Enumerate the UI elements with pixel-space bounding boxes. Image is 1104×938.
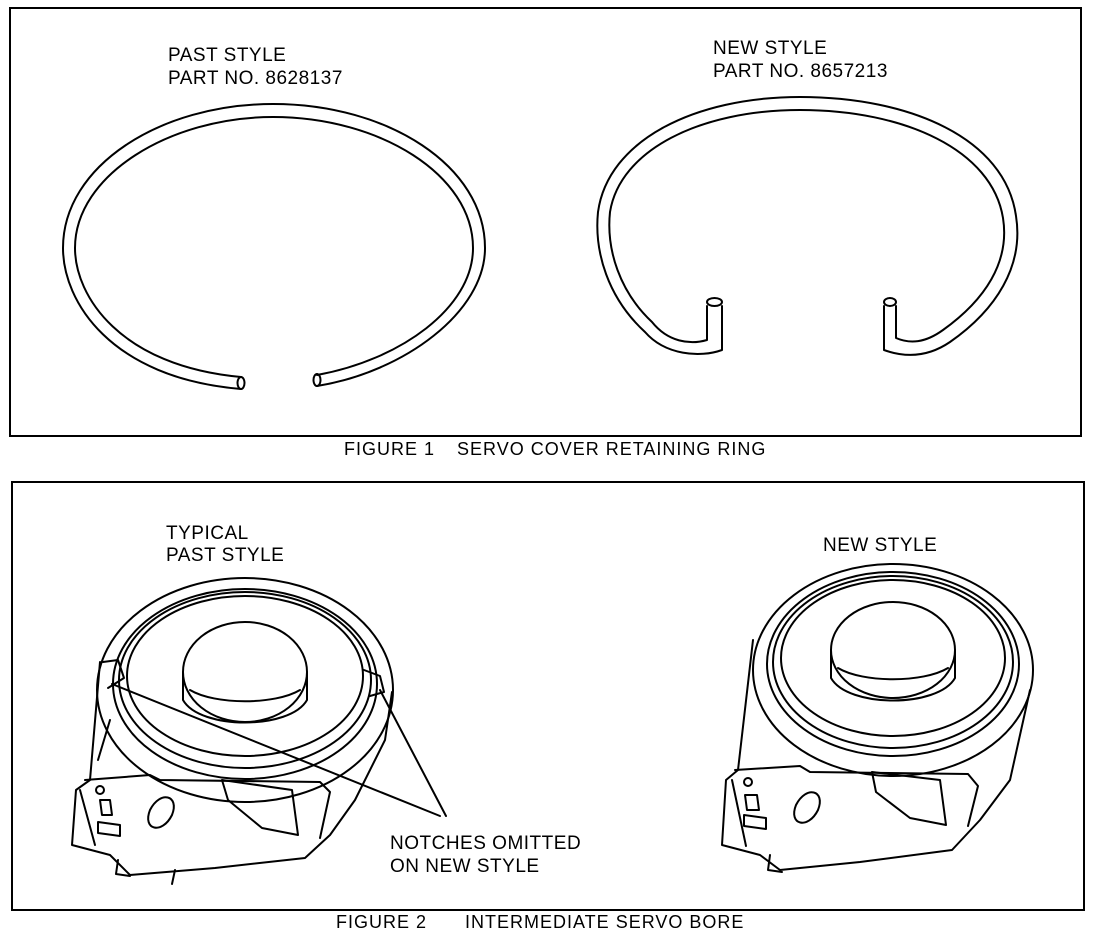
new-style-label: NEW STYLE	[823, 535, 938, 556]
figure-2-caption: FIGURE 2 INTERMEDIATE SERVO BORE	[336, 912, 744, 933]
typical-label: TYPICAL	[166, 523, 249, 544]
past-style-servo-illustration	[71, 577, 447, 885]
new-style-ring-illustration	[596, 96, 1019, 356]
new-style-servo-illustration	[721, 563, 1034, 873]
new-style-part-number: PART NO. 8657213	[713, 61, 888, 82]
figure-2-caption-number: FIGURE 2	[336, 912, 428, 932]
figure-2-frame	[11, 481, 1085, 911]
past-style-label: PAST STYLE	[166, 545, 285, 566]
past-style-label-line1: PAST STYLE	[168, 45, 287, 66]
figure-1-caption-title: SERVO COVER RETAINING RING	[457, 439, 767, 459]
figure-2-caption-title: INTERMEDIATE SERVO BORE	[465, 912, 745, 932]
notches-callout-line2: ON NEW STYLE	[390, 856, 540, 877]
figure-1-caption-number: FIGURE 1	[344, 439, 436, 459]
figure-1-caption: FIGURE 1 SERVO COVER RETAINING RING	[344, 439, 766, 460]
notches-callout-line1: NOTCHES OMITTED	[390, 833, 582, 854]
past-style-part-number: PART NO. 8628137	[168, 68, 343, 89]
figure-1-frame	[9, 7, 1082, 437]
past-style-ring-illustration	[62, 103, 486, 390]
new-style-label-line1: NEW STYLE	[713, 38, 828, 59]
